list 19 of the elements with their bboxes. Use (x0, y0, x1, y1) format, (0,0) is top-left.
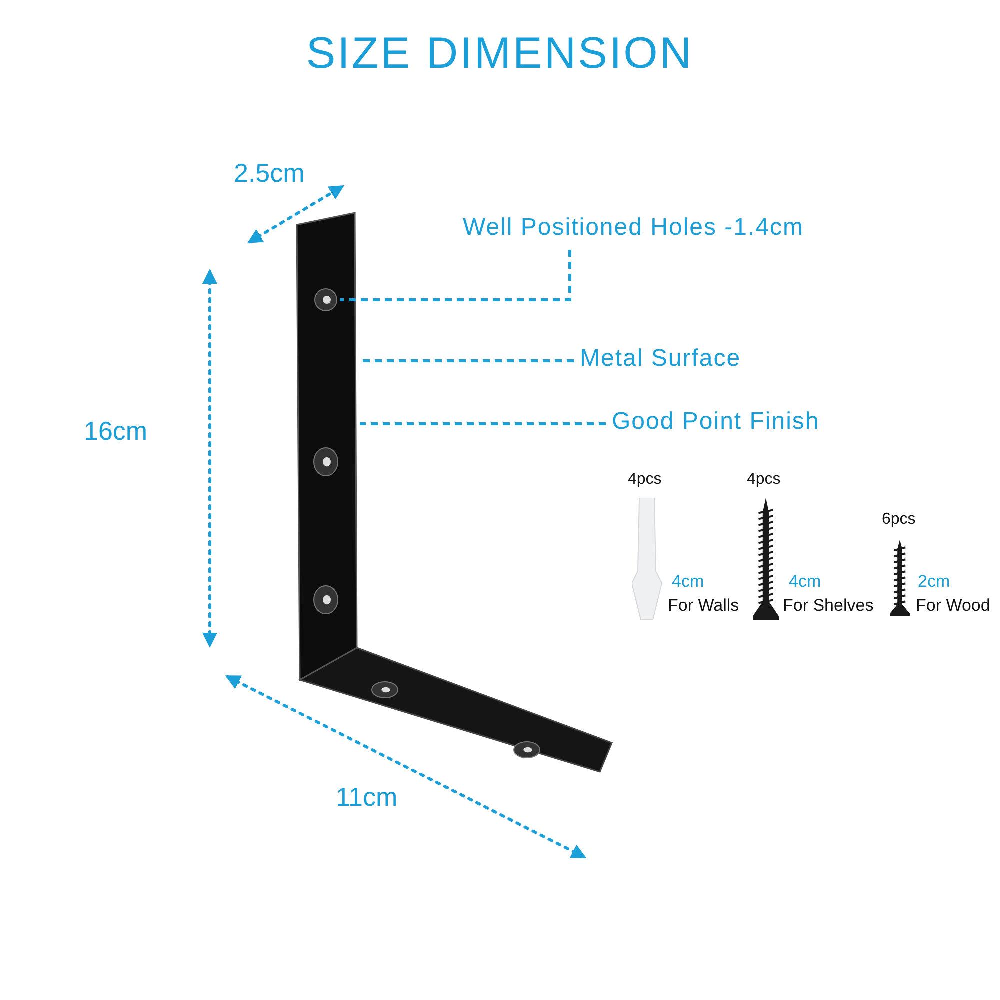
leader-line (360, 360, 574, 362)
size-label: 4cm (672, 572, 704, 592)
callout-text: Metal Surface (580, 345, 742, 374)
use-label: For Walls (668, 596, 740, 616)
use-label: For Shelves (783, 596, 874, 616)
callout-text: Well Positioned Holes -1.4cm (463, 214, 806, 243)
dimension-label: 16cm (84, 416, 148, 448)
diagram-title: SIZE DIMENSION (305, 28, 695, 80)
leader-line (340, 250, 572, 302)
count-label: 4pcs (628, 470, 662, 490)
dimension-label: 2.5cm (234, 158, 305, 190)
callout-text: Good Point Finish (612, 408, 821, 437)
size-label: 2cm (918, 572, 950, 592)
count-label: 4pcs (747, 470, 781, 490)
leader-line (360, 422, 606, 426)
dimension-label: 11cm (336, 782, 398, 814)
use-label: For Wood (916, 596, 990, 616)
size-label: 4cm (789, 572, 822, 592)
count-label: 6pcs (882, 510, 916, 530)
